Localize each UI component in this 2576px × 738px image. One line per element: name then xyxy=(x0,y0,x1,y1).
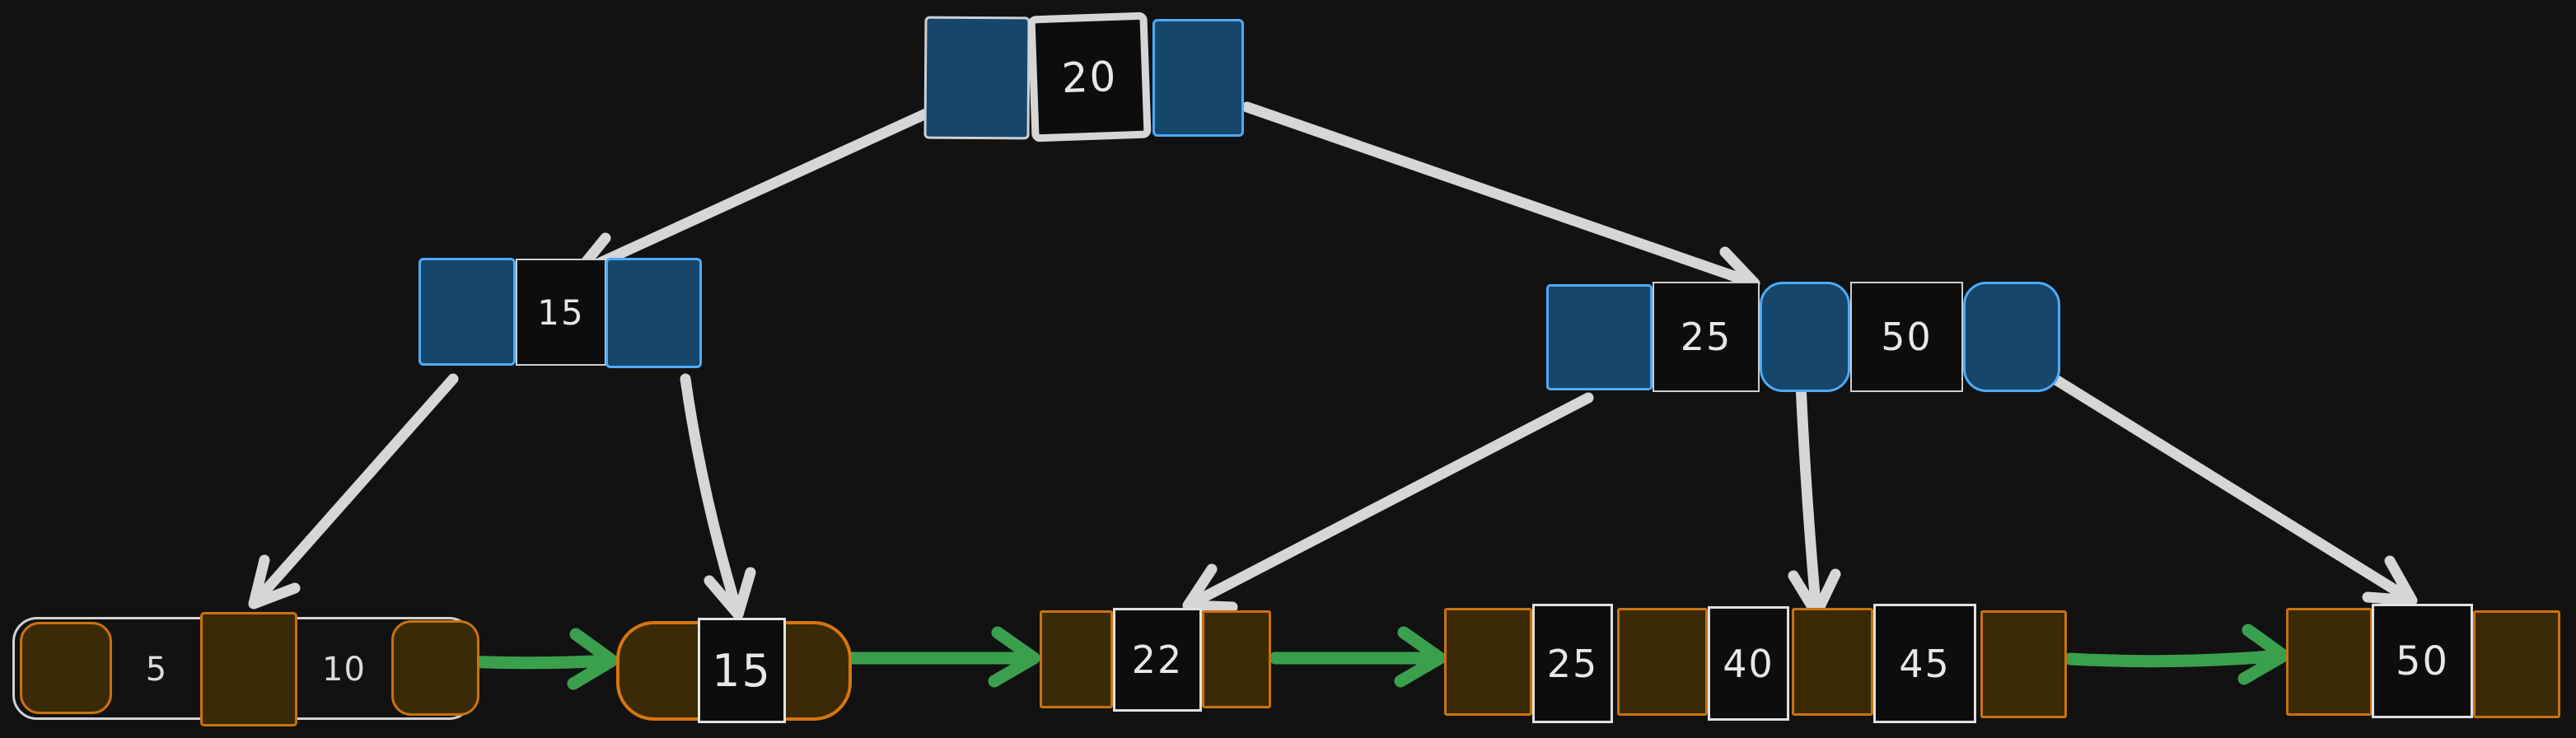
internal-left-pointer-1[interactable] xyxy=(418,258,516,366)
edge-internal-left-to-leaf-1[interactable] xyxy=(248,373,459,610)
internal-node-right[interactable]: 25 50 xyxy=(1546,282,2061,394)
leaf-4-pointer-4[interactable] xyxy=(1980,610,2067,718)
leaf-node-5[interactable]: 50 xyxy=(2286,604,2560,722)
internal-left-pointer-2[interactable] xyxy=(605,258,702,368)
leaf-2-key-cell[interactable]: 15 xyxy=(698,618,786,723)
leaf-4-pointer-1[interactable] xyxy=(1444,608,1532,716)
root-pointer-left[interactable] xyxy=(923,16,1031,140)
leaf-4-key-cell-3[interactable]: 45 xyxy=(1873,604,1976,723)
leaf-link-arrow-4[interactable] xyxy=(2064,624,2290,685)
leaf-5-key-label: 50 xyxy=(2395,638,2450,684)
leaf-4-key-label-3: 45 xyxy=(1899,641,1951,686)
edge-root-to-internal-right[interactable] xyxy=(1241,101,1760,296)
leaf-4-key-cell-2[interactable]: 40 xyxy=(1708,606,1789,721)
leaf-node-4[interactable]: 25 40 45 xyxy=(1444,604,2067,724)
leaf-4-key-cell-1[interactable]: 25 xyxy=(1532,604,1613,723)
root-node[interactable]: 20 xyxy=(923,12,1246,142)
internal-right-pointer-2[interactable] xyxy=(1760,282,1850,392)
leaf-5-pointer-1[interactable] xyxy=(2286,608,2373,716)
internal-node-left[interactable]: 15 xyxy=(418,258,702,369)
leaf-link-arrow-1[interactable] xyxy=(460,628,619,690)
leaf-5-key-cell[interactable]: 50 xyxy=(2372,604,2473,718)
leaf-4-key-label-1: 25 xyxy=(1546,641,1599,686)
leaf-4-pointer-3[interactable] xyxy=(1792,608,1873,716)
leaf-3-key-label: 22 xyxy=(1131,638,1184,682)
leaf-4-key-label-2: 40 xyxy=(1723,641,1774,686)
leaf-4-pointer-2[interactable] xyxy=(1617,608,1708,716)
leaf-3-key-cell[interactable]: 22 xyxy=(1113,608,1202,712)
leaf-node-1[interactable]: 5 10 xyxy=(12,612,480,731)
internal-right-pointer-3[interactable] xyxy=(1963,282,2060,392)
leaf-1-key-label-2: 10 xyxy=(322,650,366,689)
edge-internal-right-to-leaf-4[interactable] xyxy=(1788,378,1841,619)
root-key-cell[interactable]: 20 xyxy=(1027,12,1152,142)
leaf-5-pointer-2[interactable] xyxy=(2473,610,2560,718)
internal-right-key-label-1: 25 xyxy=(1680,315,1732,359)
internal-right-key-cell-1[interactable]: 25 xyxy=(1653,282,1760,392)
root-key-label: 20 xyxy=(1060,52,1119,102)
leaf-node-3[interactable]: 22 xyxy=(1040,608,1272,712)
leaf-1-pointer-3[interactable] xyxy=(391,620,479,716)
edge-internal-left-to-leaf-2[interactable] xyxy=(680,373,756,620)
leaf-link-arrow-2[interactable] xyxy=(844,626,1040,688)
leaf-1-pointer-1[interactable] xyxy=(20,622,112,714)
internal-left-key-cell[interactable]: 15 xyxy=(516,259,606,366)
leaf-3-pointer-2[interactable] xyxy=(1202,610,1271,708)
leaf-node-2[interactable]: 15 xyxy=(616,618,857,725)
leaf-2-key-label: 15 xyxy=(712,644,772,697)
internal-right-pointer-1[interactable] xyxy=(1546,284,1653,390)
leaf-3-pointer-1[interactable] xyxy=(1040,610,1113,708)
internal-right-key-cell-2[interactable]: 50 xyxy=(1850,282,1963,392)
leaf-1-pointer-2[interactable] xyxy=(200,612,297,726)
edge-root-to-internal-left[interactable] xyxy=(571,108,932,287)
internal-left-key-label: 15 xyxy=(537,292,585,333)
internal-right-key-label-2: 50 xyxy=(1881,315,1933,359)
root-pointer-right[interactable] xyxy=(1152,19,1244,137)
leaf-1-key-label-1: 5 xyxy=(145,650,168,689)
edge-internal-right-to-leaf-5[interactable] xyxy=(2042,369,2418,606)
leaf-link-arrow-3[interactable] xyxy=(1269,626,1447,688)
edge-internal-right-to-leaf-3[interactable] xyxy=(1182,392,1594,613)
